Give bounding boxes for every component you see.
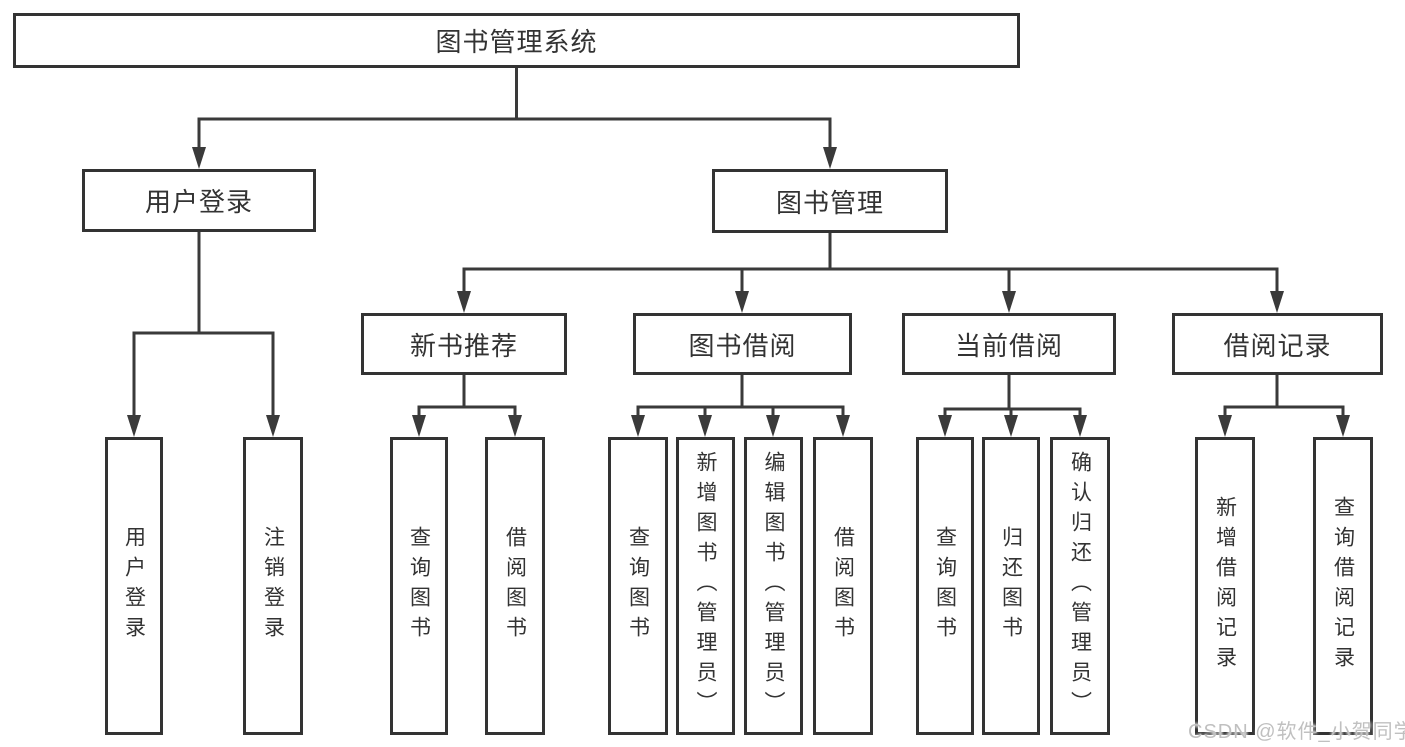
leaf-add-book-admin: 新增图书（管理员） <box>676 437 735 735</box>
edge-root-to-level2 <box>192 68 837 169</box>
leaf-query-books-1-label: 查询图书 <box>407 526 431 646</box>
leaf-query-books-3: 查询图书 <box>916 437 974 735</box>
leaf-confirm-return-admin: 确认归还（管理员） <box>1050 437 1110 735</box>
node-root-label: 图书管理系统 <box>435 27 598 57</box>
leaf-query-books-1: 查询图书 <box>390 437 448 735</box>
leaf-edit-book-admin-label: 编辑图书（管理员） <box>762 451 785 721</box>
edge-book-management-children <box>457 232 1284 313</box>
edge-book-borrow-children <box>631 375 850 437</box>
edge-new-book-recommend-children <box>412 375 522 437</box>
edge-current-borrow-children <box>938 375 1087 437</box>
leaf-query-borrow-record-label: 查询借阅记录 <box>1331 496 1355 676</box>
leaf-borrow-books-2: 借阅图书 <box>813 437 873 735</box>
csdn-watermark: CSDN @软件_小贺同学 <box>1188 721 1405 743</box>
leaf-logout-login: 注销登录 <box>243 437 303 735</box>
leaf-confirm-return-admin-label: 确认归还（管理员） <box>1068 451 1092 721</box>
leaf-user-login-label: 用户登录 <box>122 526 146 646</box>
node-current-borrow-label: 当前借阅 <box>954 330 1063 361</box>
leaf-borrow-books-2-label: 借阅图书 <box>831 526 855 646</box>
node-book-management: 图书管理 <box>712 169 948 233</box>
node-borrow-records-label: 借阅记录 <box>1223 330 1332 361</box>
edge-user-login-children <box>127 231 280 437</box>
leaf-query-borrow-record: 查询借阅记录 <box>1313 437 1373 735</box>
leaf-logout-login-label: 注销登录 <box>261 526 285 646</box>
leaf-query-books-3-label: 查询图书 <box>933 526 957 646</box>
node-user-login-label: 用户登录 <box>144 187 253 217</box>
node-new-book-recommend-label: 新书推荐 <box>409 330 518 361</box>
leaf-borrow-books-1: 借阅图书 <box>485 437 545 735</box>
leaf-borrow-books-1-label: 借阅图书 <box>503 526 527 646</box>
leaf-return-book: 归还图书 <box>982 437 1040 735</box>
leaf-add-borrow-record: 新增借阅记录 <box>1195 437 1255 735</box>
node-current-borrow: 当前借阅 <box>902 313 1116 375</box>
node-user-login: 用户登录 <box>82 169 316 232</box>
node-root: 图书管理系统 <box>13 13 1020 68</box>
leaf-return-book-label: 归还图书 <box>999 526 1023 646</box>
node-borrow-records: 借阅记录 <box>1172 313 1383 375</box>
node-new-book-recommend: 新书推荐 <box>361 313 567 375</box>
leaf-add-borrow-record-label: 新增借阅记录 <box>1213 496 1237 676</box>
edge-borrow-records-children <box>1218 375 1350 437</box>
leaf-query-books-2: 查询图书 <box>608 437 668 735</box>
node-book-borrow-label: 图书借阅 <box>688 330 797 361</box>
node-book-borrow: 图书借阅 <box>633 313 852 375</box>
leaf-query-books-2-label: 查询图书 <box>626 526 650 646</box>
leaf-add-book-admin-label: 新增图书（管理员） <box>694 451 717 721</box>
leaf-user-login: 用户登录 <box>105 437 163 735</box>
node-book-management-label: 图书管理 <box>775 187 884 218</box>
leaf-edit-book-admin: 编辑图书（管理员） <box>744 437 803 735</box>
